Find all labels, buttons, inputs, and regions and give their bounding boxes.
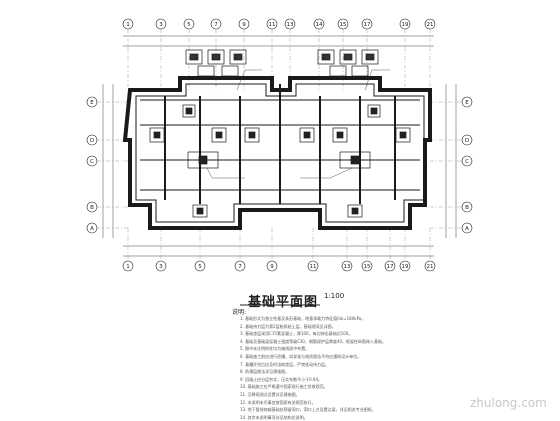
axis-bottom-1-label: 1: [126, 264, 130, 270]
note-line: 14. 其余未说明事项详见结构总说明。: [240, 414, 308, 420]
axis-top-11-circle: [266, 18, 278, 30]
axis-bottom-11-circle: [307, 260, 319, 272]
interior-walls: [164, 84, 396, 204]
axis-bottom-11-label: 11: [310, 264, 317, 270]
axis-right-B-label: B: [465, 205, 469, 211]
axis-bottom-7-label: 7: [238, 264, 242, 270]
axis-right-A-label: A: [465, 226, 469, 232]
note-line: 8. 防潮层做法详见建施图。: [240, 369, 290, 375]
axis-top-17-label: 17: [364, 22, 371, 28]
axis-bottom-9-circle: [266, 260, 278, 272]
axis-bottom-5-circle: [194, 260, 206, 272]
axis-right-B-circle: [461, 201, 473, 213]
axis-top-13-circle: [284, 18, 296, 30]
note-line: 13. 地下管线穿越基础处预留洞口，洞口上方设置过梁，详见相关专业图纸。: [240, 407, 376, 413]
axis-top-3-label: 3: [159, 22, 163, 28]
axis-left-E-circle: [86, 96, 98, 108]
axis-bottom-3-label: 3: [159, 264, 163, 270]
axis-top-11-label: 11: [269, 22, 276, 28]
axis-top-15-circle: [337, 18, 349, 30]
axis-top-5-label: 5: [187, 22, 191, 28]
axis-top-5-circle: [183, 18, 195, 30]
note-line: 4. 基础及基础梁混凝土强度等级C30，钢筋保护层厚度40，框架柱纵筋伸入基础。: [240, 338, 387, 344]
watermark: zhulong.com: [470, 396, 547, 410]
axis-left-E-label: E: [90, 100, 94, 106]
axis-top-15-label: 15: [340, 22, 347, 28]
column-footings: [149, 104, 411, 218]
note-line: 10. 基础施工应严格遵守国家现行施工验收规范。: [240, 384, 328, 390]
note-line: 9. 回填土应分层夯实，压实系数不小于0.94。: [240, 376, 322, 382]
note-line: 3. 基础垫层采用C15素混凝土，厚100，每边伸出基础边100。: [240, 331, 353, 337]
axis-bottom-15-circle: [361, 260, 373, 272]
note-line: 7. 基槽开挖后应及时浇筑垫层，严禁扰动持力层。: [240, 361, 330, 367]
axis-right-D-label: D: [465, 138, 469, 144]
axis-top-19-circle: [399, 18, 411, 30]
axis-bottom-1-circle: [122, 260, 134, 272]
axis-bottom-17-circle: [384, 260, 396, 272]
axis-bottom-5-label: 5: [198, 264, 202, 270]
foundation-outline: [122, 76, 432, 230]
axis-right-A-circle: [461, 222, 473, 234]
axis-bottom-7-circle: [234, 260, 246, 272]
axis-top-9-label: 9: [242, 22, 246, 28]
axis-grid-lines: [97, 29, 462, 261]
axis-left-C-circle: [86, 155, 98, 167]
axis-bottom-3-circle: [155, 260, 167, 272]
note-line: 6. 基础施工前应进行验槽，如发现与地质报告不符应通知设计单位。: [240, 354, 362, 359]
notes-heading: 说明:: [232, 309, 247, 316]
axis-top-21-label: 21: [427, 22, 434, 28]
axis-top-1-circle: [122, 18, 134, 30]
axis-left-B-label: B: [90, 205, 94, 211]
axis-right-E-label: E: [465, 100, 469, 106]
axis-left-D-label: D: [90, 138, 94, 144]
axis-top-1-label: 1: [126, 22, 130, 28]
axis-bottom-21-label: 21: [427, 264, 434, 270]
axis-right-C-circle: [461, 155, 473, 167]
axis-top-7-label: 7: [214, 22, 218, 28]
axis-right-E-circle: [461, 96, 473, 108]
axis-bottom-19-label: 19: [402, 264, 409, 270]
axis-left-C-label: C: [90, 159, 94, 165]
axis-left-D-circle: [86, 134, 98, 146]
axis-bottom-17-label: 17: [387, 264, 394, 270]
note-line: 2. 基础持力层为第2层粉质粘土层，基础埋深见详图。: [240, 323, 336, 329]
axis-left-A-circle: [86, 222, 98, 234]
axis-bottom-15-label: 15: [364, 264, 371, 270]
axis-top-21-circle: [424, 18, 436, 30]
axis-bottom-9-label: 9: [270, 264, 274, 270]
note-line: 12. 本说明未尽事宜按国家有关规范执行。: [240, 399, 316, 405]
axis-left-B-circle: [86, 201, 98, 213]
axis-top-3-circle: [155, 18, 167, 30]
drawing-scale: 1:100: [324, 292, 345, 300]
axis-top-14-circle: [313, 18, 325, 30]
axis-bottom-21-circle: [424, 260, 436, 272]
axis-right-D-circle: [461, 134, 473, 146]
axis-top-13-label: 13: [287, 22, 294, 28]
note-line: 11. 沉降观测点设置详见建施图。: [240, 392, 300, 397]
axis-top-7-circle: [210, 18, 222, 30]
axis-bottom-13-label: 13: [344, 264, 351, 270]
axis-top-9-circle: [238, 18, 250, 30]
axis-bottom-13-circle: [341, 260, 353, 272]
axis-top-19-label: 19: [402, 22, 409, 28]
annotation-leaders: [206, 69, 390, 179]
note-line: 1. 基础形式为独立柱基及条形基础，地基承载力特征值fak=180kPa。: [240, 316, 366, 321]
axis-right-C-label: C: [465, 159, 469, 165]
upper-footings: [185, 49, 379, 77]
axis-left-A-label: A: [90, 226, 94, 232]
note-line: 5. 图中未注明的柱均为轴线居中布置。: [240, 346, 310, 352]
axis-top-14-label: 14: [316, 22, 323, 28]
drawing-title: 基础平面图: [248, 295, 319, 310]
axis-top-17-circle: [361, 18, 373, 30]
axis-bottom-19-circle: [399, 260, 411, 272]
